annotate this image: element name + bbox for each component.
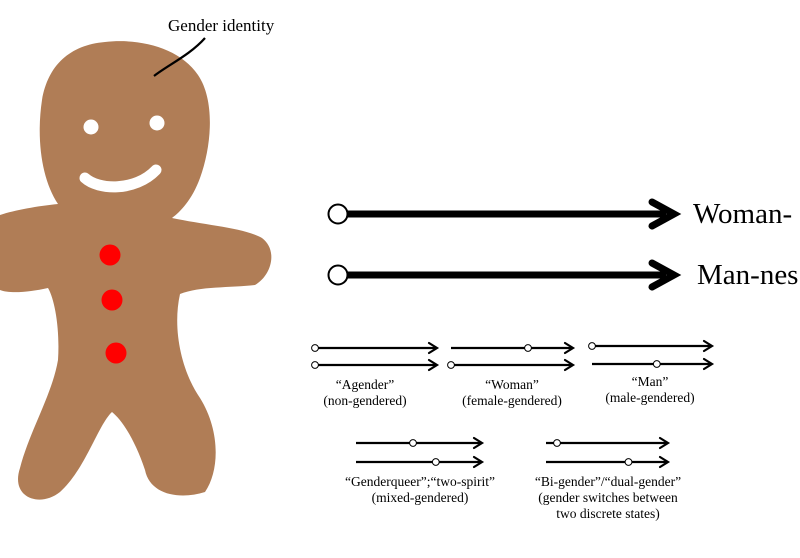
annotation-pointer-line [153, 37, 206, 77]
woman-scale: Woman- [327, 198, 792, 230]
woman-scale-label: Woman- [693, 198, 792, 230]
man-scale-label: Man-nes [697, 259, 798, 291]
example-man-marker [431, 458, 440, 466]
example-woman-arrow-arrowhead [658, 436, 671, 450]
example-woman-marker [409, 439, 417, 447]
annotation-label: Gender identity [168, 16, 275, 35]
example-man-arrow-arrowhead [427, 358, 440, 372]
right-eye [149, 115, 165, 131]
example-man-marker [652, 360, 661, 368]
example-description: two discrete states) [556, 506, 659, 521]
example-man-arrow-arrowhead [472, 455, 485, 469]
identity-example: “Man”(male-gendered) [588, 339, 715, 405]
left-eye [83, 119, 99, 135]
identity-example: “Agender”(non-gendered) [311, 341, 440, 408]
example-man-arrow-arrowhead [563, 358, 576, 372]
identity-examples: “Agender”(non-gendered)“Woman”(female-ge… [311, 339, 715, 521]
example-woman-arrow-arrowhead [563, 341, 576, 355]
example-description: (non-gendered) [323, 393, 406, 408]
example-woman-arrow-arrowhead [427, 341, 440, 355]
identity-example: “Genderqueer”;“two-spirit”(mixed-gendere… [345, 436, 495, 505]
identity-example: “Woman”(female-gendered) [447, 341, 576, 408]
example-description: (mixed-gendered) [372, 490, 469, 505]
example-description: (female-gendered) [462, 393, 562, 408]
example-description: (male-gendered) [605, 390, 694, 405]
example-name: “Man” [632, 374, 669, 389]
button-3 [105, 342, 127, 364]
gingerbread-figure [0, 41, 272, 500]
smile [79, 164, 162, 193]
woman-scale-origin-point [327, 203, 349, 225]
example-woman-arrow-arrowhead [472, 436, 485, 450]
example-man-marker [311, 361, 319, 369]
button-2 [101, 289, 123, 311]
man-scale-arrowhead [648, 259, 682, 291]
example-name: “Agender” [336, 377, 394, 392]
example-description: (gender switches between [538, 490, 678, 505]
man-scale-origin-point [327, 264, 349, 286]
example-man-marker [447, 361, 455, 369]
example-woman-marker [553, 439, 561, 447]
button-1 [99, 244, 121, 266]
example-name: “Bi-gender”/“dual-gender” [535, 474, 681, 489]
gingerbread-body [0, 41, 272, 500]
man-scale: Man-nes [327, 259, 798, 291]
identity-example: “Bi-gender”/“dual-gender”(gender switche… [535, 436, 681, 521]
example-man-arrow-arrowhead [702, 357, 715, 371]
example-woman-marker [588, 342, 596, 350]
example-woman-arrow-arrowhead [702, 339, 715, 353]
example-name: “Genderqueer”;“two-spirit” [345, 474, 495, 489]
example-name: “Woman” [485, 377, 539, 392]
example-woman-marker [524, 344, 532, 352]
example-man-arrow-arrowhead [658, 455, 671, 469]
example-woman-marker [311, 344, 319, 352]
woman-scale-arrowhead [648, 198, 682, 230]
example-man-marker [624, 458, 633, 466]
